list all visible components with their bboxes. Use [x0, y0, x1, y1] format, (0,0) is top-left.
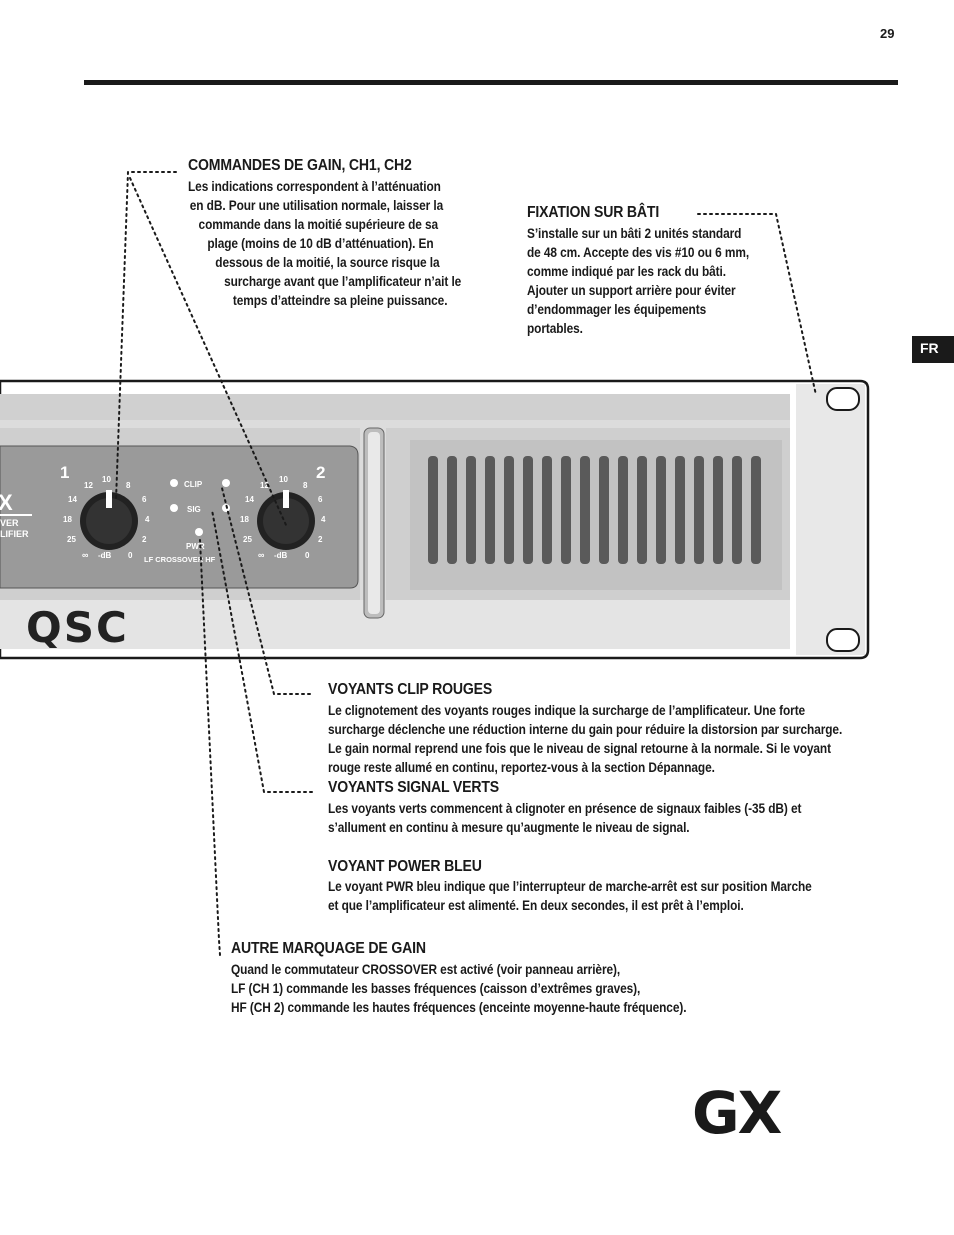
language-tab: FR: [912, 336, 954, 363]
tick-8: 8: [126, 481, 131, 490]
text-line: surcharge déclenche une réduction intern…: [328, 722, 843, 737]
text-line: plage (moins de 10 dB d’atténuation). En: [207, 236, 434, 251]
db-label: -dB: [274, 551, 288, 560]
tick-2: 2: [142, 535, 147, 544]
text-line: Les voyants verts commencent à clignoter…: [328, 801, 802, 816]
tick-6: 6: [142, 495, 147, 504]
crossover-label: LF CROSSOVER HF: [144, 555, 216, 564]
gain-knob-ch1[interactable]: [80, 490, 138, 550]
text-line: comme indiqué par les rack du bâti.: [527, 264, 726, 279]
gain-knob-ch2[interactable]: [257, 490, 315, 550]
signal-leds-text: Les voyants verts commencent à clignoter…: [328, 799, 801, 837]
clip-led-ch1: [170, 479, 178, 487]
text-line: surcharge avant que l’amplificateur n’ai…: [224, 274, 462, 289]
other-gain-title: AUTRE MARQUAGE DE GAIN: [231, 940, 426, 957]
signal-led-ch2: [222, 504, 230, 512]
tick-25: 25: [67, 535, 76, 544]
tick-0: 0: [128, 551, 133, 560]
text-line: Le clignotement des voyants rouges indiq…: [328, 703, 806, 718]
tick-0: 0: [305, 551, 310, 560]
text-line: Quand le commutateur CROSSOVER est activ…: [231, 962, 621, 977]
clip-leds-title: VOYANTS CLIP ROUGES: [328, 681, 493, 698]
text-line: en dB. Pour une utilisation normale, lai…: [189, 198, 444, 213]
tick-12: 12: [260, 481, 269, 490]
qsc-logo: QSC: [26, 603, 129, 652]
tick-4: 4: [321, 515, 326, 524]
tick-inf: ∞: [258, 550, 265, 560]
rack-ear: [796, 384, 865, 655]
tick-14: 14: [245, 495, 254, 504]
gain-controls-title: COMMANDES DE GAIN, CH1, CH2: [188, 157, 412, 174]
text-line: s’allument en continu à mesure qu’augmen…: [328, 820, 690, 835]
text-line: et que l’amplificateur est alimenté. En …: [328, 898, 744, 913]
other-gain-text: Quand le commutateur CROSSOVER est activ…: [231, 960, 687, 1017]
text-line: portables.: [527, 321, 583, 336]
power-label: PWR: [186, 542, 205, 551]
leader-lines: [115, 171, 817, 956]
db-label: -dB: [98, 551, 112, 560]
rack-hole-bottom: [826, 628, 860, 652]
text-line: S’installe sur un bâti 2 unités standard: [527, 226, 742, 241]
gain-controls-text: Les indications correspondent à l’atténu…: [188, 177, 461, 310]
text-line: commande dans la moitié supérieure de sa: [198, 217, 439, 232]
tick-25: 25: [243, 535, 252, 544]
signal-leds-title: VOYANTS SIGNAL VERTS: [328, 779, 499, 796]
text-line: dessous de la moitié, la source risque l…: [215, 255, 440, 270]
text-line: Les indications correspondent à l’atténu…: [188, 179, 441, 194]
text-line: rouge reste allumé en continu, reportez-…: [328, 760, 715, 775]
page-number: 29: [880, 26, 895, 41]
gx-logo: GX: [692, 1079, 782, 1147]
text-line: d’endommager les équipements: [527, 302, 707, 317]
text-line: Le gain normal reprend une fois que le n…: [328, 741, 831, 756]
clip-leds-text: Le clignotement des voyants rouges indiq…: [328, 701, 842, 777]
tick-inf: ∞: [82, 550, 89, 560]
vent-slots: [428, 456, 761, 564]
tick-18: 18: [63, 515, 72, 524]
header-rule: [84, 80, 898, 85]
text-line: HF (CH 2) commande les hautes fréquences…: [231, 1000, 687, 1015]
text-line: temps d’atteindre sa pleine puissance.: [232, 293, 448, 308]
signal-label: SIG: [187, 505, 201, 514]
text-line: de 48 cm. Accepte des vis #10 ou 6 mm,: [527, 245, 750, 260]
tick-12: 12: [84, 481, 93, 490]
tick-18: 18: [240, 515, 249, 524]
rack-mount-title: FIXATION SUR BÂTI: [527, 204, 660, 221]
clip-led-ch2: [222, 479, 230, 487]
tick-6: 6: [318, 495, 323, 504]
power-led-title: VOYANT POWER BLEU: [328, 858, 482, 875]
channel-2-label: 2: [316, 463, 325, 482]
model-sub2: LIFIER: [0, 529, 29, 539]
tick-2: 2: [318, 535, 323, 544]
text-line: Ajouter un support arrière pour éviter: [527, 283, 736, 298]
text-line: LF (CH 1) commande les basses fréquences…: [231, 981, 641, 996]
text-line: Le voyant PWR bleu indique que l’interru…: [328, 879, 812, 894]
tick-10: 10: [279, 475, 288, 484]
rack-mount-text: S’installe sur un bâti 2 unités standard…: [527, 224, 749, 338]
model-fragment: X: [0, 490, 13, 515]
power-led-text: Le voyant PWR bleu indique que l’interru…: [328, 877, 812, 915]
signal-led-ch1: [170, 504, 178, 512]
tick-8: 8: [303, 481, 308, 490]
power-led: [195, 528, 203, 536]
rack-hole-top: [826, 387, 860, 411]
tick-4: 4: [145, 515, 150, 524]
tick-10: 10: [102, 475, 111, 484]
channel-1-label: 1: [60, 463, 69, 482]
model-sub1: VER: [0, 518, 19, 528]
tick-14: 14: [68, 495, 77, 504]
clip-label: CLIP: [184, 480, 203, 489]
